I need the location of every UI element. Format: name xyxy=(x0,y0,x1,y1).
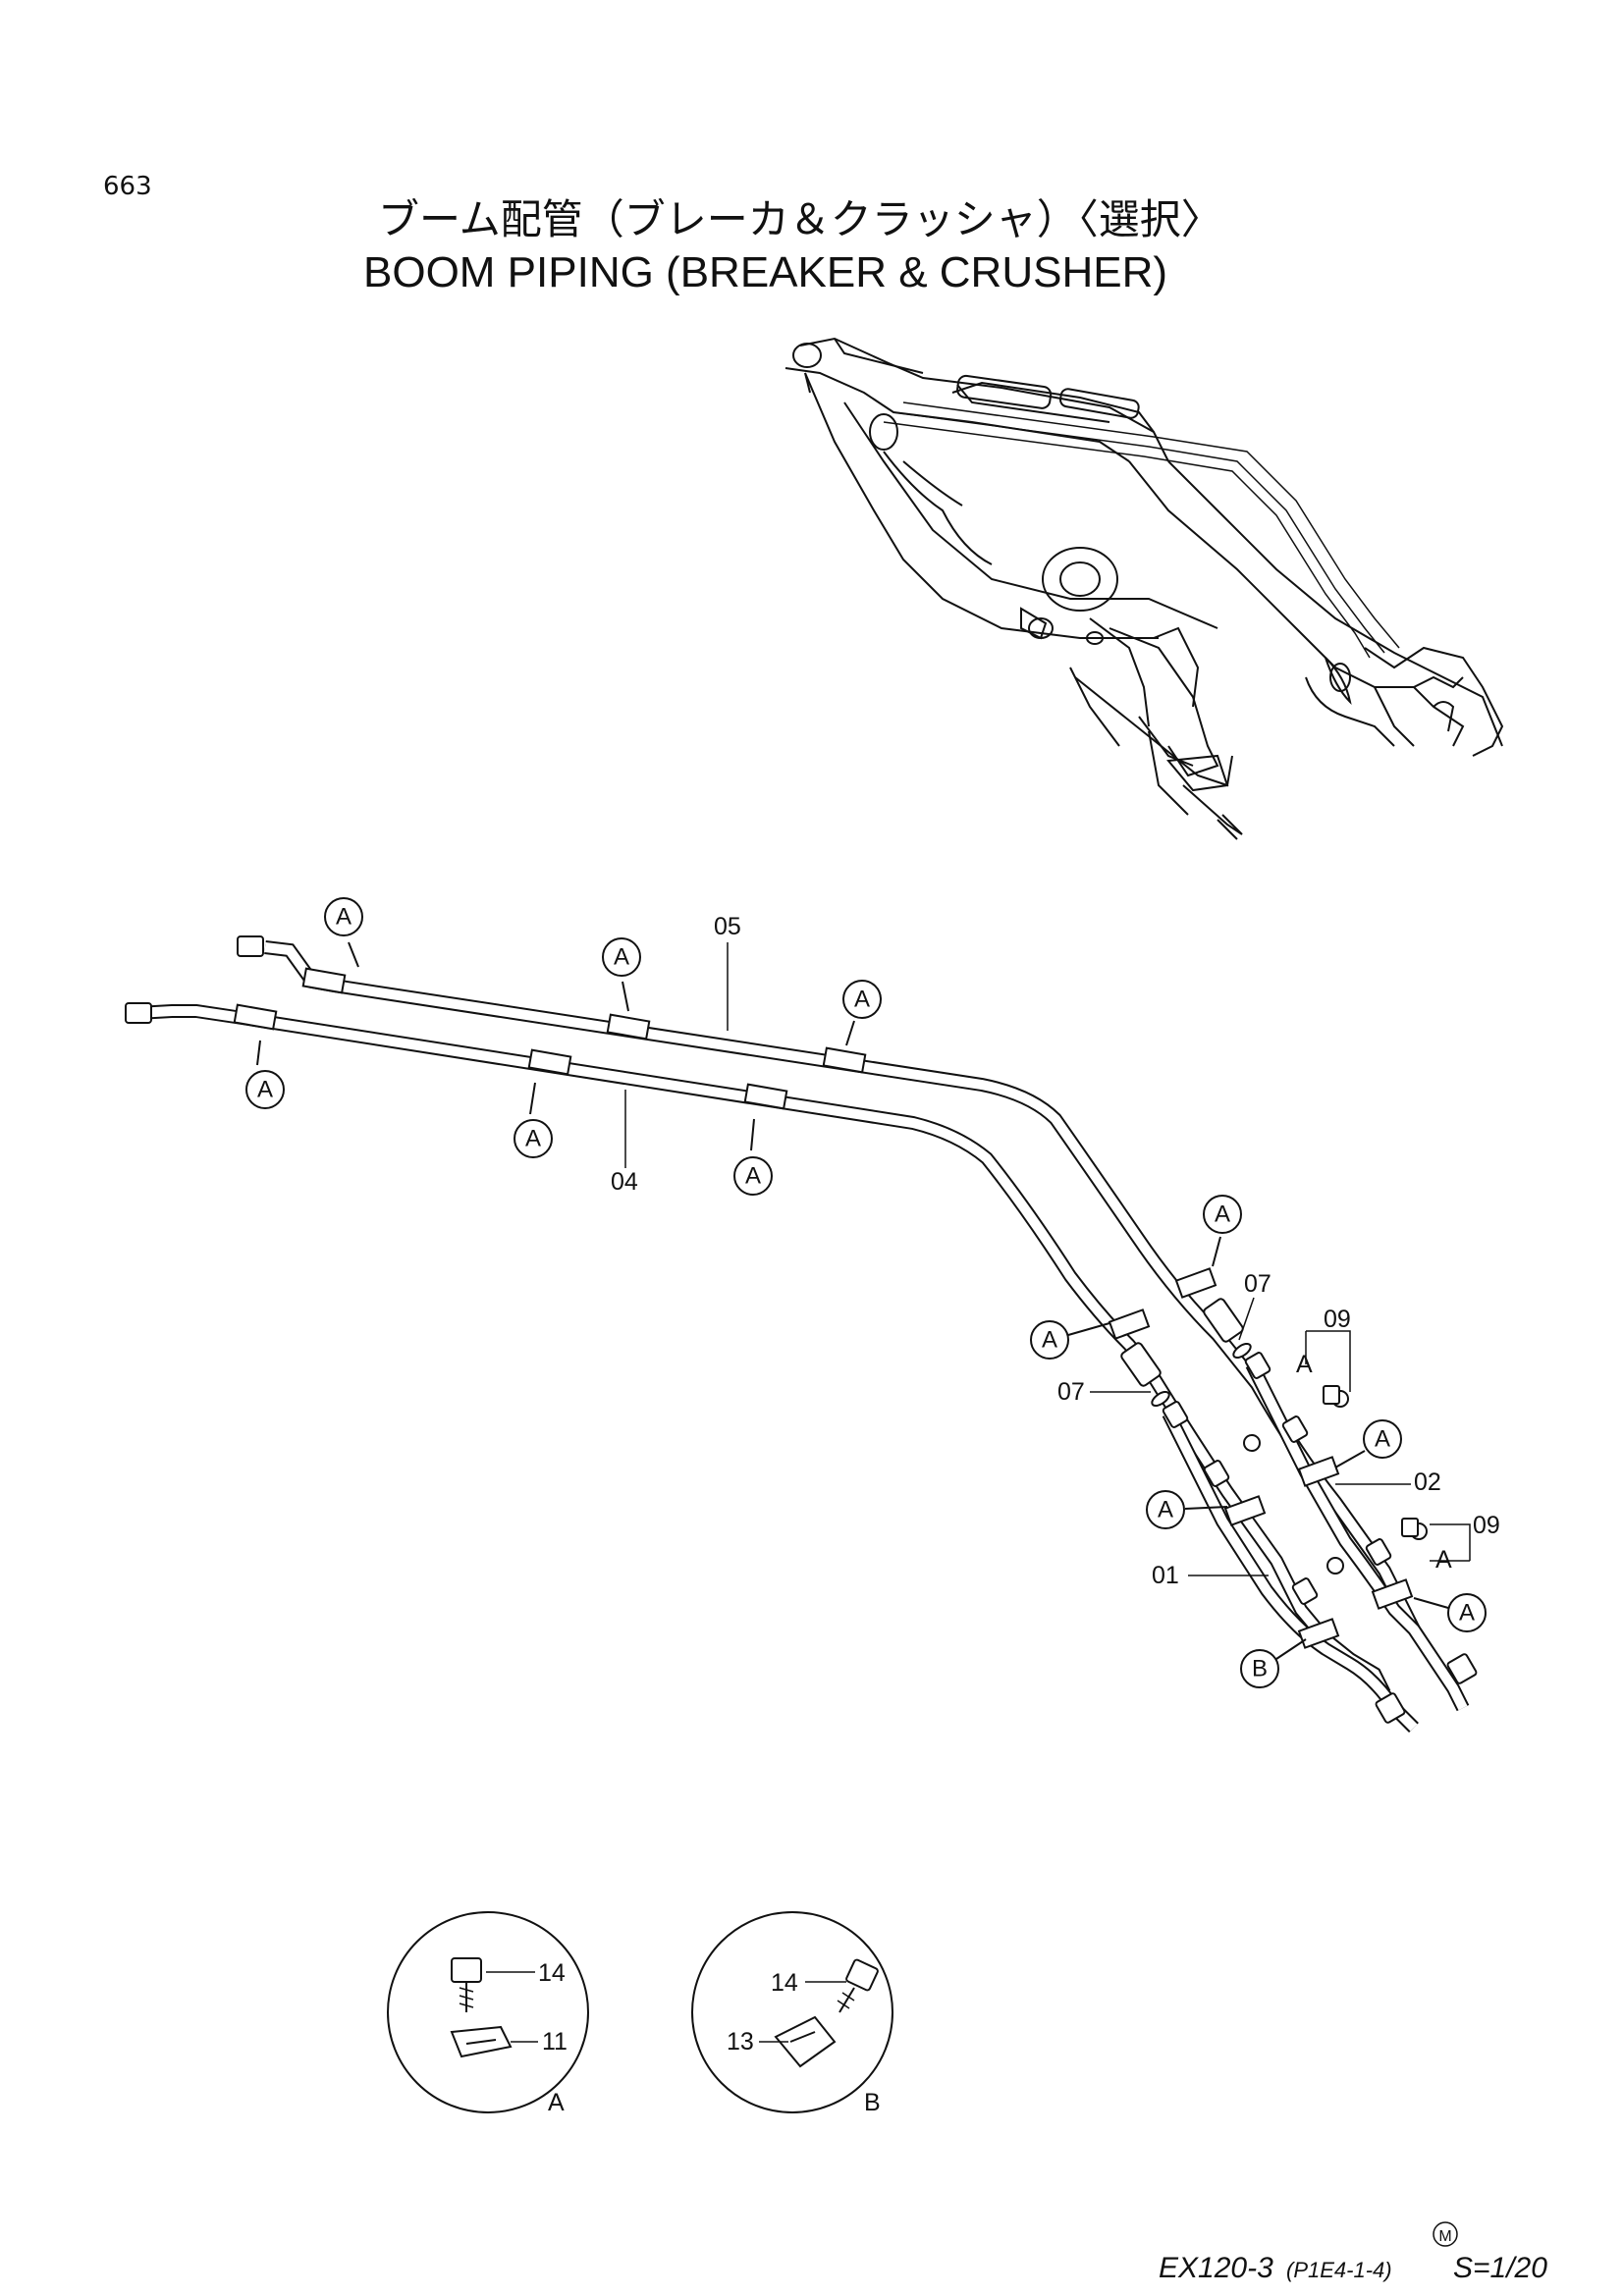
bolt-14 xyxy=(845,1958,879,1992)
callout-a: A xyxy=(324,897,363,968)
part-label-13: 13 xyxy=(727,2028,754,2056)
detail-label-b: B xyxy=(864,2089,881,2116)
clamp-a xyxy=(1108,1308,1151,1340)
detail-label-a: A xyxy=(548,2089,565,2116)
detail-a: 14 11 A xyxy=(387,1911,589,2116)
svg-text:A: A xyxy=(525,1126,541,1152)
bolt-14 xyxy=(451,1957,482,1983)
nipple-fitting xyxy=(1281,1415,1309,1443)
clamp-a xyxy=(1174,1267,1217,1299)
fitting-pipe-05-end xyxy=(237,935,264,957)
clamp-b xyxy=(1297,1618,1340,1649)
part-label-09: 09 xyxy=(1473,1512,1500,1539)
nipple-fitting xyxy=(1365,1538,1392,1566)
clamp-a xyxy=(233,1003,278,1031)
svg-text:A: A xyxy=(336,904,352,931)
svg-text:A: A xyxy=(1042,1327,1057,1354)
boom-overview-illustration xyxy=(784,337,1504,840)
pipe-04 xyxy=(136,1004,1391,1697)
clamp-a xyxy=(1297,1456,1340,1487)
callout-letter-a: A xyxy=(1296,1351,1313,1378)
part-label-01: 01 xyxy=(1152,1562,1179,1589)
svg-text:A: A xyxy=(614,944,629,971)
callout-a: A xyxy=(842,980,882,1046)
part-label-04: 04 xyxy=(611,1168,638,1196)
footer: M EX120-3 (P1E4-1-4) S=1/20 xyxy=(1159,2221,1547,2284)
callout-a: A xyxy=(1334,1419,1402,1468)
page-number: 663 xyxy=(103,172,152,201)
clamp-a xyxy=(301,967,347,994)
callout-a: A xyxy=(733,1118,773,1196)
fitting-pipe-02-end xyxy=(1446,1653,1478,1684)
footer-code: (P1E4-1-4) xyxy=(1286,2258,1392,2282)
clamp-a xyxy=(1223,1495,1267,1526)
svg-text:A: A xyxy=(1158,1497,1173,1523)
part-label-07: 07 xyxy=(1244,1270,1271,1298)
fitting-pipe-04-end xyxy=(125,1002,152,1024)
nipple-fitting xyxy=(1162,1401,1189,1428)
callout-a: A xyxy=(514,1082,553,1158)
plug-09 xyxy=(1323,1385,1340,1405)
o-ring-07 xyxy=(1151,1390,1170,1408)
clamp-a xyxy=(606,1013,651,1041)
svg-text:A: A xyxy=(854,987,870,1013)
part-number-labels: 05 04 07 07 09 A 02 09 A 01 xyxy=(611,913,1500,1589)
part-label-11: 11 xyxy=(542,2028,568,2056)
clamp-a xyxy=(527,1048,572,1076)
joint-fitting xyxy=(1120,1342,1162,1387)
clamp-a xyxy=(822,1046,867,1074)
plug xyxy=(1326,1557,1344,1575)
svg-text:B: B xyxy=(1252,1656,1268,1682)
joint-fitting xyxy=(1203,1298,1244,1343)
part-label-02: 02 xyxy=(1414,1468,1441,1496)
o-ring-07 xyxy=(1232,1342,1252,1360)
nipple-fitting xyxy=(1291,1577,1319,1605)
pipe-assembly xyxy=(125,935,1478,1733)
svg-text:A: A xyxy=(1459,1600,1475,1627)
nipple-fitting xyxy=(1203,1460,1230,1487)
part-label-14: 14 xyxy=(538,1959,566,1987)
footer-model: EX120-3 xyxy=(1159,2252,1273,2284)
part-label-07: 07 xyxy=(1057,1378,1085,1406)
fitting-pipe-01-end xyxy=(1375,1692,1406,1724)
callouts: A A A A A A A xyxy=(245,897,1487,1688)
plug-09 xyxy=(1401,1518,1419,1537)
part-label-05: 05 xyxy=(714,913,741,940)
detail-b: 14 13 B xyxy=(691,1911,893,2116)
callout-a: A xyxy=(1413,1593,1487,1632)
part-label-09: 09 xyxy=(1324,1306,1351,1333)
svg-text:A: A xyxy=(257,1077,273,1103)
part-label-14: 14 xyxy=(771,1969,798,1997)
svg-text:A: A xyxy=(745,1163,761,1190)
callout-a: A xyxy=(602,937,641,1012)
callout-a: A xyxy=(1203,1195,1242,1267)
plug xyxy=(1243,1434,1261,1452)
title-english: BOOM PIPING (BREAKER & CRUSHER) xyxy=(363,248,1167,296)
clamp-a xyxy=(1371,1578,1414,1610)
callout-b: B xyxy=(1240,1638,1307,1688)
callout-a: A xyxy=(245,1040,285,1109)
svg-text:A: A xyxy=(1375,1426,1390,1453)
callout-a: A xyxy=(1146,1490,1228,1529)
footer-mark: M xyxy=(1438,2228,1451,2245)
nipple-fitting xyxy=(1244,1352,1271,1379)
svg-text:A: A xyxy=(1215,1201,1230,1228)
footer-scale: S=1/20 xyxy=(1453,2252,1547,2284)
callout-letter-a: A xyxy=(1435,1546,1452,1574)
clamp-a xyxy=(743,1083,788,1110)
title-japanese: ブーム配管（ブレーカ＆クラッシャ）〈選択〉 xyxy=(378,195,1222,243)
callout-a: A xyxy=(1030,1320,1110,1360)
